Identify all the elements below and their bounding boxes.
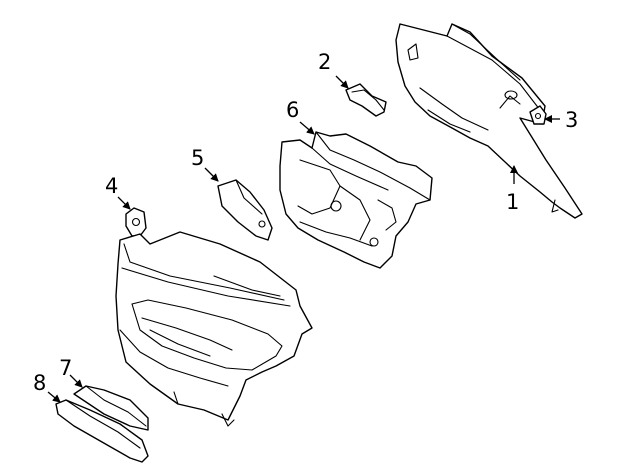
leader-6 (299, 121, 315, 135)
leader-8 (47, 391, 61, 403)
callout-6: 6 (286, 98, 299, 122)
leader-7 (69, 374, 83, 388)
callout-1: 1 (506, 190, 519, 214)
part-3-bracket (529, 105, 547, 125)
part-6-insulator (279, 131, 433, 269)
door-trim-panel (115, 231, 313, 427)
callout-labels: 1 2 3 4 5 6 7 8 (33, 50, 578, 395)
leader-4 (117, 196, 131, 210)
callout-4: 4 (105, 174, 118, 198)
part-2-clip (345, 83, 387, 117)
callout-7: 7 (59, 356, 72, 380)
leader-5 (204, 167, 219, 182)
leader-lines (47, 75, 560, 403)
callout-2: 2 (318, 50, 331, 74)
callout-3: 3 (565, 108, 578, 132)
part-4-clip (125, 207, 147, 237)
part-8-strip (55, 399, 149, 463)
part-7-strip (73, 385, 149, 431)
part-5-bracket (217, 179, 273, 241)
callout-5: 5 (191, 146, 204, 170)
leader-2 (335, 75, 349, 89)
part-1-upper-trim-panel (395, 23, 583, 219)
callout-8: 8 (33, 371, 46, 395)
